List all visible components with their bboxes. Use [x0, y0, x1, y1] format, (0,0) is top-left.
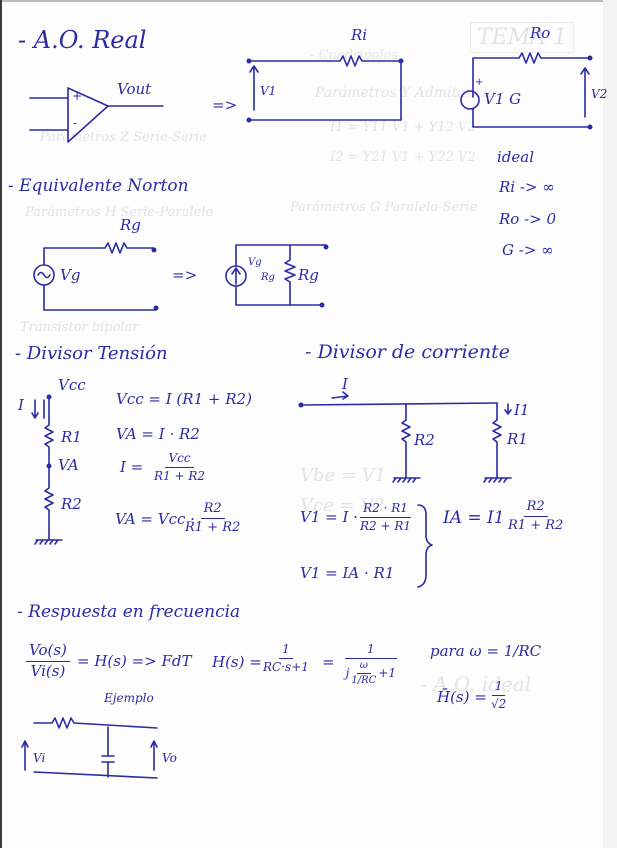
- vout-label: Vout: [117, 80, 152, 98]
- page-left-edge: [0, 0, 2, 848]
- vcc-label: Vcc: [58, 376, 86, 394]
- h-num-1: 1: [279, 643, 293, 659]
- eq-v1-den: R2 + R1: [360, 518, 412, 533]
- bleed-tema: TEMA 1: [470, 22, 575, 53]
- norton-source-circuit: [33, 242, 159, 311]
- vi-label: Vi: [33, 751, 46, 765]
- section-title-respuesta: - Respuesta en frecuencia: [17, 602, 241, 622]
- eq-ia-num: R2: [523, 500, 548, 517]
- current-source-num: Vg: [248, 257, 262, 268]
- eq-v1-ia: V1 = IA · R1: [300, 564, 395, 582]
- brace: [417, 504, 433, 588]
- section-title-divisor-tension: - Divisor Tensión: [15, 343, 168, 364]
- section-title-ao-real: - A.O. Real: [18, 26, 147, 54]
- tf-rhs: = H(s) => FdT: [77, 652, 192, 670]
- current-source-den: Rg: [261, 272, 275, 283]
- current-i-label: I: [342, 375, 348, 393]
- ideal-condition-g: G -> ∞: [502, 241, 554, 259]
- current-i-label: I: [18, 396, 24, 414]
- omega-fraction: ω 1/RC: [351, 660, 377, 687]
- page-right-strip: [603, 0, 617, 848]
- ideal-condition-ri: Ri -> ∞: [499, 178, 555, 196]
- ideal-title: ideal: [497, 148, 535, 166]
- rg-parallel-label: Rg: [298, 266, 319, 284]
- h-den-2-j: j: [345, 666, 350, 681]
- eq-i-num: Vcc: [165, 452, 194, 468]
- habs-num: 1: [491, 680, 506, 696]
- bleed-param-z: Parámetros Z Serie-Serie: [40, 130, 207, 145]
- eq-va: VA = I · R2: [116, 425, 200, 443]
- r1-label: R1: [61, 428, 82, 446]
- h-den-1: RC·s+1: [263, 659, 309, 674]
- bleed-ao-ideal: - A.O. ideal: [420, 672, 532, 696]
- eq-va-final-den: R1 + R2: [185, 519, 241, 535]
- norton-arrow: =>: [172, 266, 198, 284]
- branch-current-label: I1: [514, 401, 530, 419]
- omega-num: ω: [356, 660, 371, 675]
- ri-label: Ri: [351, 26, 368, 44]
- example-title: Ejemplo: [104, 691, 154, 705]
- habs-lhs: H̄(s) =: [437, 688, 487, 706]
- h-equals: =: [322, 653, 335, 671]
- rc-example-circuit: [21, 717, 158, 779]
- eq-v1-num: R2 · R1: [360, 502, 411, 518]
- tf-num: Vo(s): [26, 642, 70, 662]
- h-den-2: j ω 1/RC +1: [346, 659, 396, 687]
- vg-label: Vg: [60, 266, 81, 284]
- equivalence-arrow: =>: [212, 96, 238, 114]
- source-v1g-label: V1 G: [484, 90, 522, 108]
- vo-label: Vo: [162, 751, 177, 765]
- opamp-plus-label: +: [72, 89, 83, 103]
- bleed-i2: I2 = Y21 V1 + Y22 V2: [330, 150, 476, 165]
- eq-i-lhs: I =: [120, 458, 144, 476]
- bleed-vbe: Vbe = V1: [300, 465, 387, 486]
- opamp-minus-label: -: [73, 116, 78, 130]
- section-title-divisor-corriente: - Divisor de corriente: [305, 341, 511, 363]
- bleed-i1: I1 = Y11 V1 + Y12 V2: [330, 120, 476, 135]
- r2-label: R2: [414, 431, 435, 449]
- eq-v1-lhs: V1 = I ·: [300, 508, 358, 526]
- h-den-2-plus-one: +1: [378, 666, 396, 681]
- bleed-vce: Vce = V2: [300, 495, 385, 516]
- h-num-2: 1: [345, 643, 397, 659]
- eq-i-den: R1 + R2: [154, 468, 206, 483]
- bleed-param-y: Parámetros Y Admitancia: [315, 85, 496, 101]
- eq-ia-fraction: R2 R1 + R2: [508, 500, 563, 532]
- eq-va-final-fraction: R2 R1 + R2: [185, 502, 240, 534]
- eq-i-fraction: Vcc R1 + R2: [154, 452, 205, 482]
- eq-ia-den: R1 + R2: [508, 517, 564, 533]
- ro-label: Ro: [530, 24, 551, 42]
- rg-series-label: Rg: [120, 216, 141, 234]
- v2-label: V2: [591, 87, 608, 101]
- h-lhs: H(s) =: [212, 653, 262, 671]
- eq-v1-fraction: R2 · R1 R2 + R1: [360, 502, 411, 532]
- bleed-cuadripolos: - Cuadripolos: [310, 48, 399, 63]
- bleed-param-h: Parámetros H Serie-Paralelo: [25, 205, 214, 220]
- habs-fraction: 1 √2: [491, 680, 506, 710]
- va-node-label: VA: [58, 456, 79, 474]
- eq-va-final-lhs: VA = Vcc ·: [115, 510, 195, 528]
- r1-label: R1: [507, 430, 528, 448]
- source-plus-label: +: [475, 77, 484, 88]
- section-title-norton: - Equivalente Norton: [8, 176, 189, 196]
- omega-den: 1/RC: [351, 675, 377, 687]
- transfer-function-fraction: Vo(s) Vi(s): [26, 642, 70, 680]
- ideal-condition-ro: Ro -> 0: [499, 210, 557, 228]
- page-top-edge: [0, 0, 617, 2]
- eq-vcc: Vcc = I (R1 + R2): [116, 390, 252, 408]
- habs-den: √2: [491, 696, 507, 711]
- tf-den: Vi(s): [30, 661, 66, 680]
- v1-label: V1: [260, 84, 277, 98]
- h-fraction-1: 1 RC·s+1: [263, 643, 309, 673]
- bleed-transistor: Transistor bipolar: [20, 320, 139, 335]
- r2-label: R2: [61, 495, 82, 513]
- eq-ia-lhs: IA = I1: [443, 508, 505, 528]
- bleed-param-g: Parámetros G Paralelo-Serie: [290, 200, 478, 215]
- para-omega: para ω = 1/RC: [430, 642, 542, 660]
- h-fraction-2: 1 j ω 1/RC +1: [345, 643, 397, 687]
- eq-va-final-num: R2: [200, 502, 225, 519]
